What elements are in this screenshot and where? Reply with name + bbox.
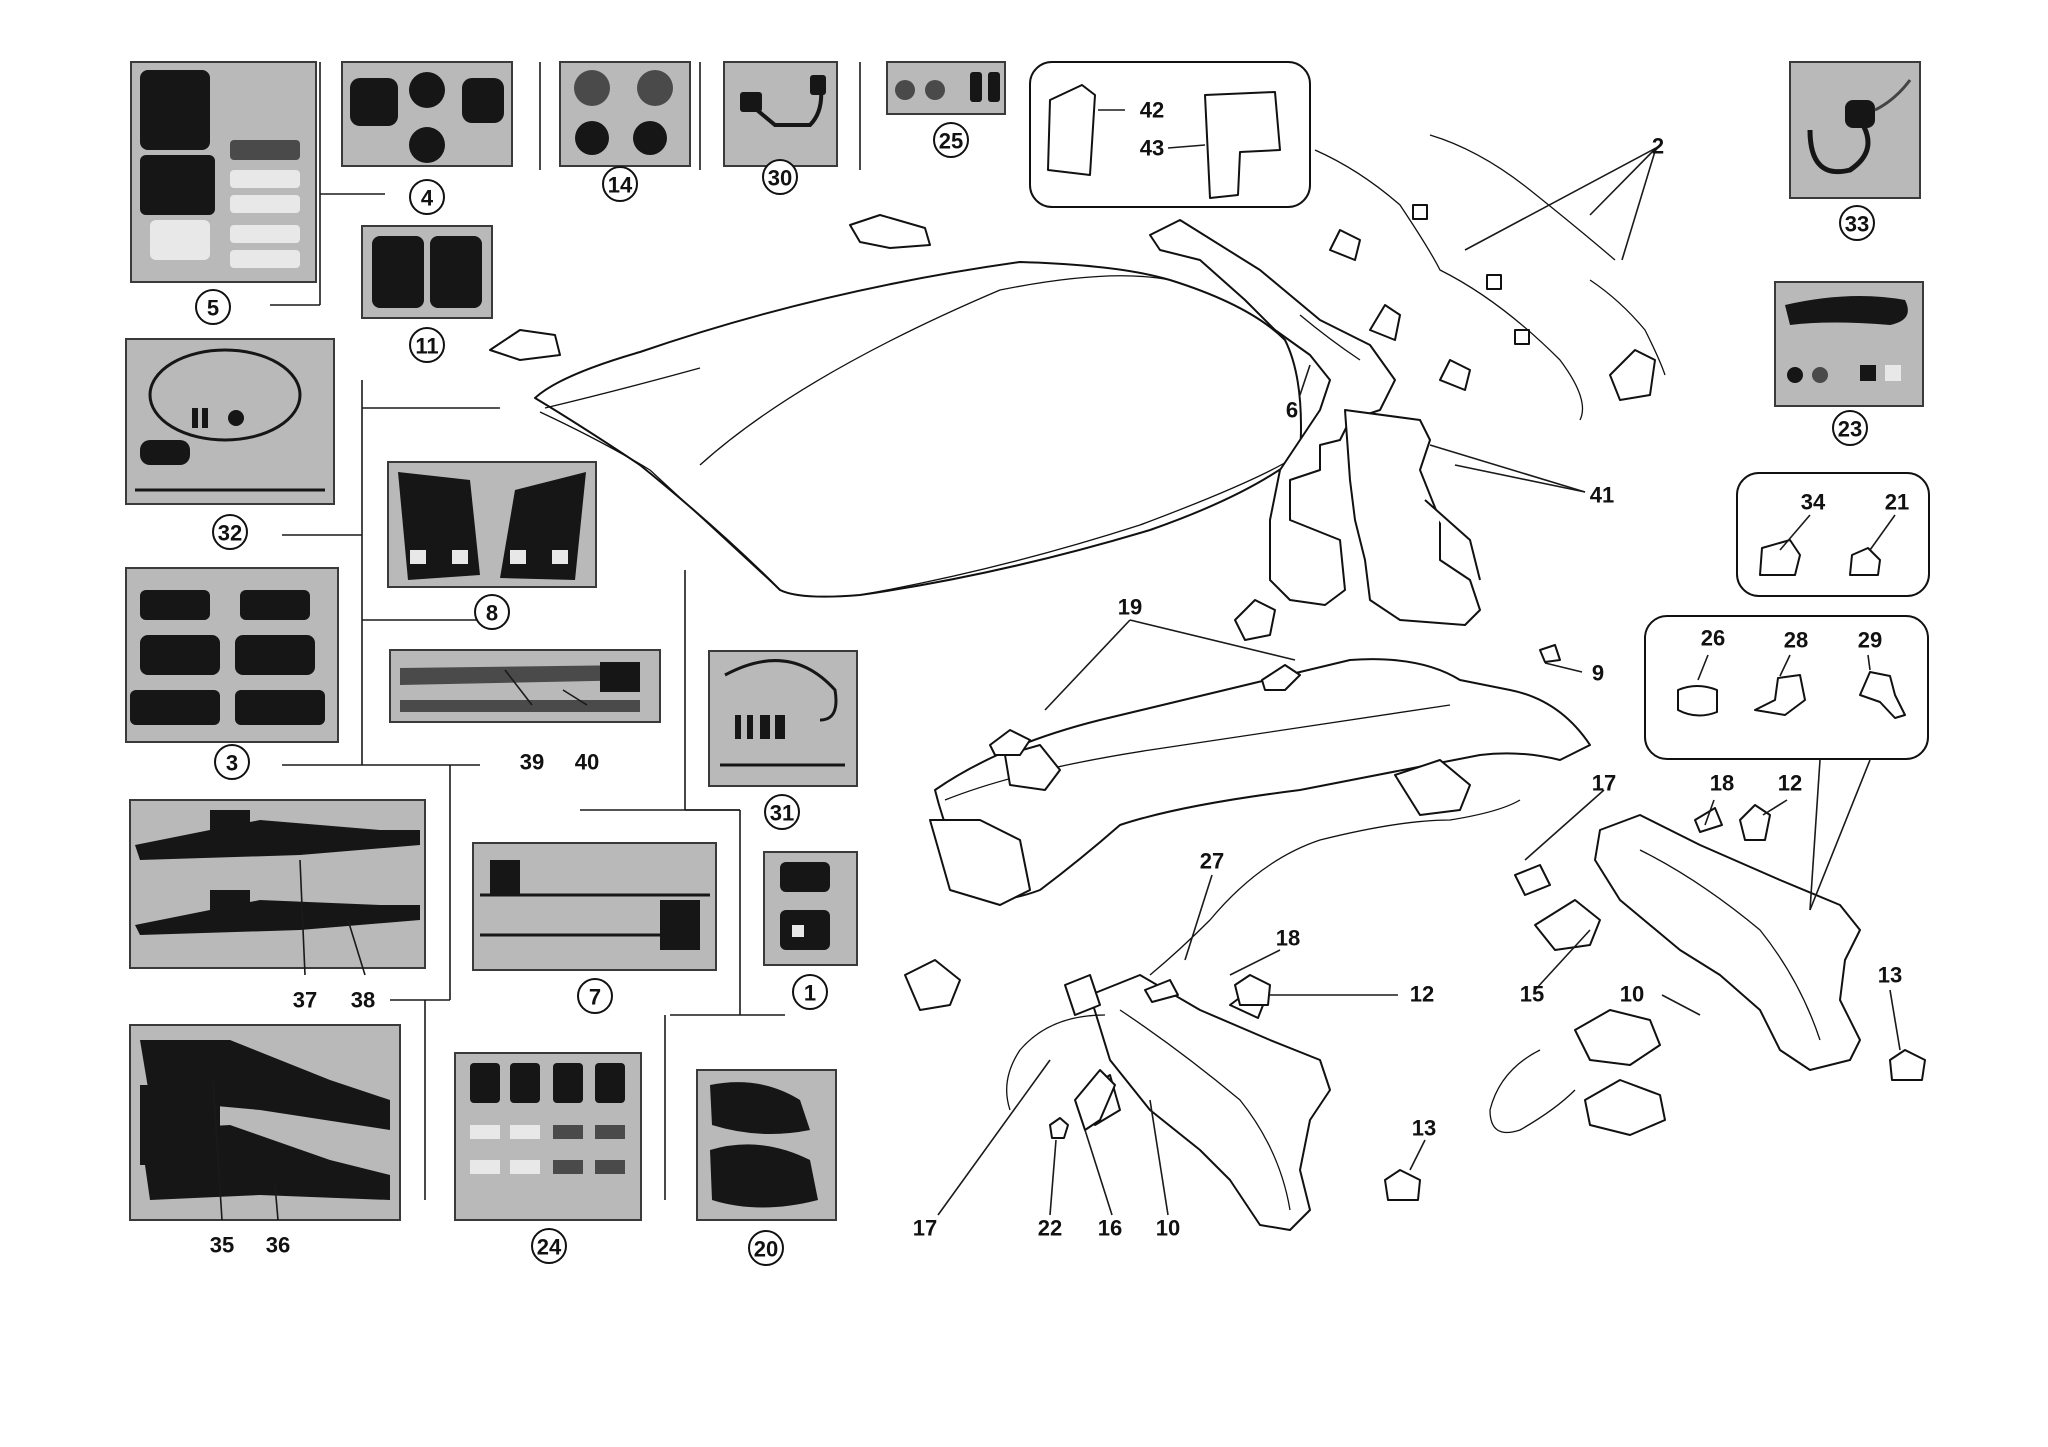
- roof-panel: [534, 261, 1302, 598]
- callout-12-upper: 12: [1778, 771, 1802, 796]
- callout-41: 41: [1590, 483, 1614, 508]
- photo-kit-14: [559, 61, 691, 167]
- callout-18-lower: 18: [1276, 926, 1300, 951]
- callout-40: 40: [575, 750, 599, 775]
- cables-2: [1314, 134, 1666, 421]
- callout-7: 7: [577, 978, 613, 1014]
- callout-14: 14: [602, 166, 638, 202]
- callout-13-lower: 13: [1412, 1116, 1436, 1141]
- photo-kit-4: [341, 61, 513, 167]
- photo-kit-7: [472, 842, 717, 971]
- callout-21: 21: [1885, 490, 1909, 515]
- callout-38: 38: [351, 988, 375, 1013]
- callout-29: 29: [1858, 628, 1882, 653]
- callout-30: 30: [762, 159, 798, 195]
- callout-26: 26: [1701, 626, 1725, 651]
- callout-33: 33: [1839, 205, 1875, 241]
- callout-39: 39: [520, 750, 544, 775]
- svg-text:33: 33: [1845, 212, 1869, 237]
- photo-kit-11: [361, 225, 493, 319]
- photo-kit-37-38: [129, 799, 426, 969]
- callout-19: 19: [1118, 595, 1142, 620]
- box-34-21: [1736, 472, 1930, 597]
- callout-8: 8: [474, 594, 510, 630]
- callout-35: 35: [210, 1233, 234, 1258]
- photo-kit-8: [387, 461, 597, 588]
- callout-13-right: 13: [1878, 963, 1902, 988]
- photo-kit-30: [723, 61, 838, 167]
- svg-text:5: 5: [207, 296, 219, 321]
- callout-17-upper: 17: [1592, 771, 1616, 796]
- svg-text:8: 8: [486, 601, 498, 626]
- photo-kit-24: [454, 1052, 642, 1221]
- svg-text:23: 23: [1838, 417, 1862, 442]
- hinge-mechanism-right: [1489, 814, 1861, 1136]
- callout-36: 36: [266, 1233, 290, 1258]
- callout-16: 16: [1098, 1216, 1122, 1241]
- callout-9: 9: [1592, 661, 1604, 686]
- callout-3: 3: [214, 744, 250, 780]
- callout-5: 5: [195, 289, 231, 325]
- photo-kit-20: [696, 1069, 837, 1221]
- photo-kit-31: [708, 650, 858, 787]
- photo-kit-25: [886, 61, 1006, 115]
- svg-text:4: 4: [421, 186, 434, 211]
- callout-6: 6: [1286, 398, 1298, 423]
- photo-kit-39-40: [389, 649, 661, 723]
- callout-42: 42: [1140, 98, 1164, 123]
- callout-28: 28: [1784, 628, 1808, 653]
- callout-43: 43: [1140, 136, 1164, 161]
- box-26-28-29: [1644, 615, 1929, 760]
- svg-text:11: 11: [415, 334, 438, 359]
- photo-kit-33: [1789, 61, 1921, 199]
- callout-4: 4: [409, 179, 445, 215]
- photo-kit-1: [763, 851, 858, 966]
- callout-24: 24: [531, 1228, 567, 1264]
- callout-11: 11: [409, 327, 445, 363]
- photo-kit-23: [1774, 281, 1924, 407]
- callout-2: 2: [1652, 134, 1664, 159]
- svg-text:3: 3: [226, 751, 238, 776]
- callout-37: 37: [293, 988, 317, 1013]
- callout-15: 15: [1520, 982, 1544, 1007]
- svg-text:31: 31: [770, 801, 794, 826]
- callout-17-lower: 17: [913, 1216, 937, 1241]
- callout-32: 32: [212, 514, 248, 550]
- callout-20: 20: [748, 1230, 784, 1266]
- svg-text:32: 32: [218, 521, 242, 546]
- separator-lines: [270, 62, 861, 1200]
- callout-1: 1: [792, 974, 828, 1010]
- callout-23: 23: [1832, 410, 1868, 446]
- callout-31: 31: [764, 794, 800, 830]
- callout-10-right: 10: [1620, 982, 1644, 1007]
- callout-25: 25: [933, 122, 969, 158]
- photo-kit-35-36: [129, 1024, 401, 1221]
- box-42-43: [1029, 61, 1311, 208]
- svg-text:7: 7: [589, 985, 601, 1010]
- svg-text:20: 20: [754, 1237, 778, 1262]
- rear-frame: [929, 658, 1591, 906]
- photo-kit-32: [125, 338, 335, 505]
- svg-text:24: 24: [537, 1235, 562, 1260]
- callout-12-lower: 12: [1410, 982, 1434, 1007]
- svg-text:25: 25: [939, 129, 963, 154]
- callout-18-upper: 18: [1710, 771, 1734, 796]
- svg-text:1: 1: [804, 981, 816, 1006]
- leader-lines: [212, 109, 1901, 1221]
- photo-kit-3: [125, 567, 339, 743]
- callout-22: 22: [1038, 1216, 1062, 1241]
- svg-text:14: 14: [608, 173, 633, 198]
- hinge-mechanism-upper: [489, 214, 1656, 626]
- callout-10-lower: 10: [1156, 1216, 1180, 1241]
- svg-text:30: 30: [768, 166, 792, 191]
- callout-34: 34: [1801, 490, 1826, 515]
- small-parts: [989, 599, 1926, 1201]
- callout-27: 27: [1200, 849, 1224, 874]
- photo-kit-5: [130, 61, 317, 283]
